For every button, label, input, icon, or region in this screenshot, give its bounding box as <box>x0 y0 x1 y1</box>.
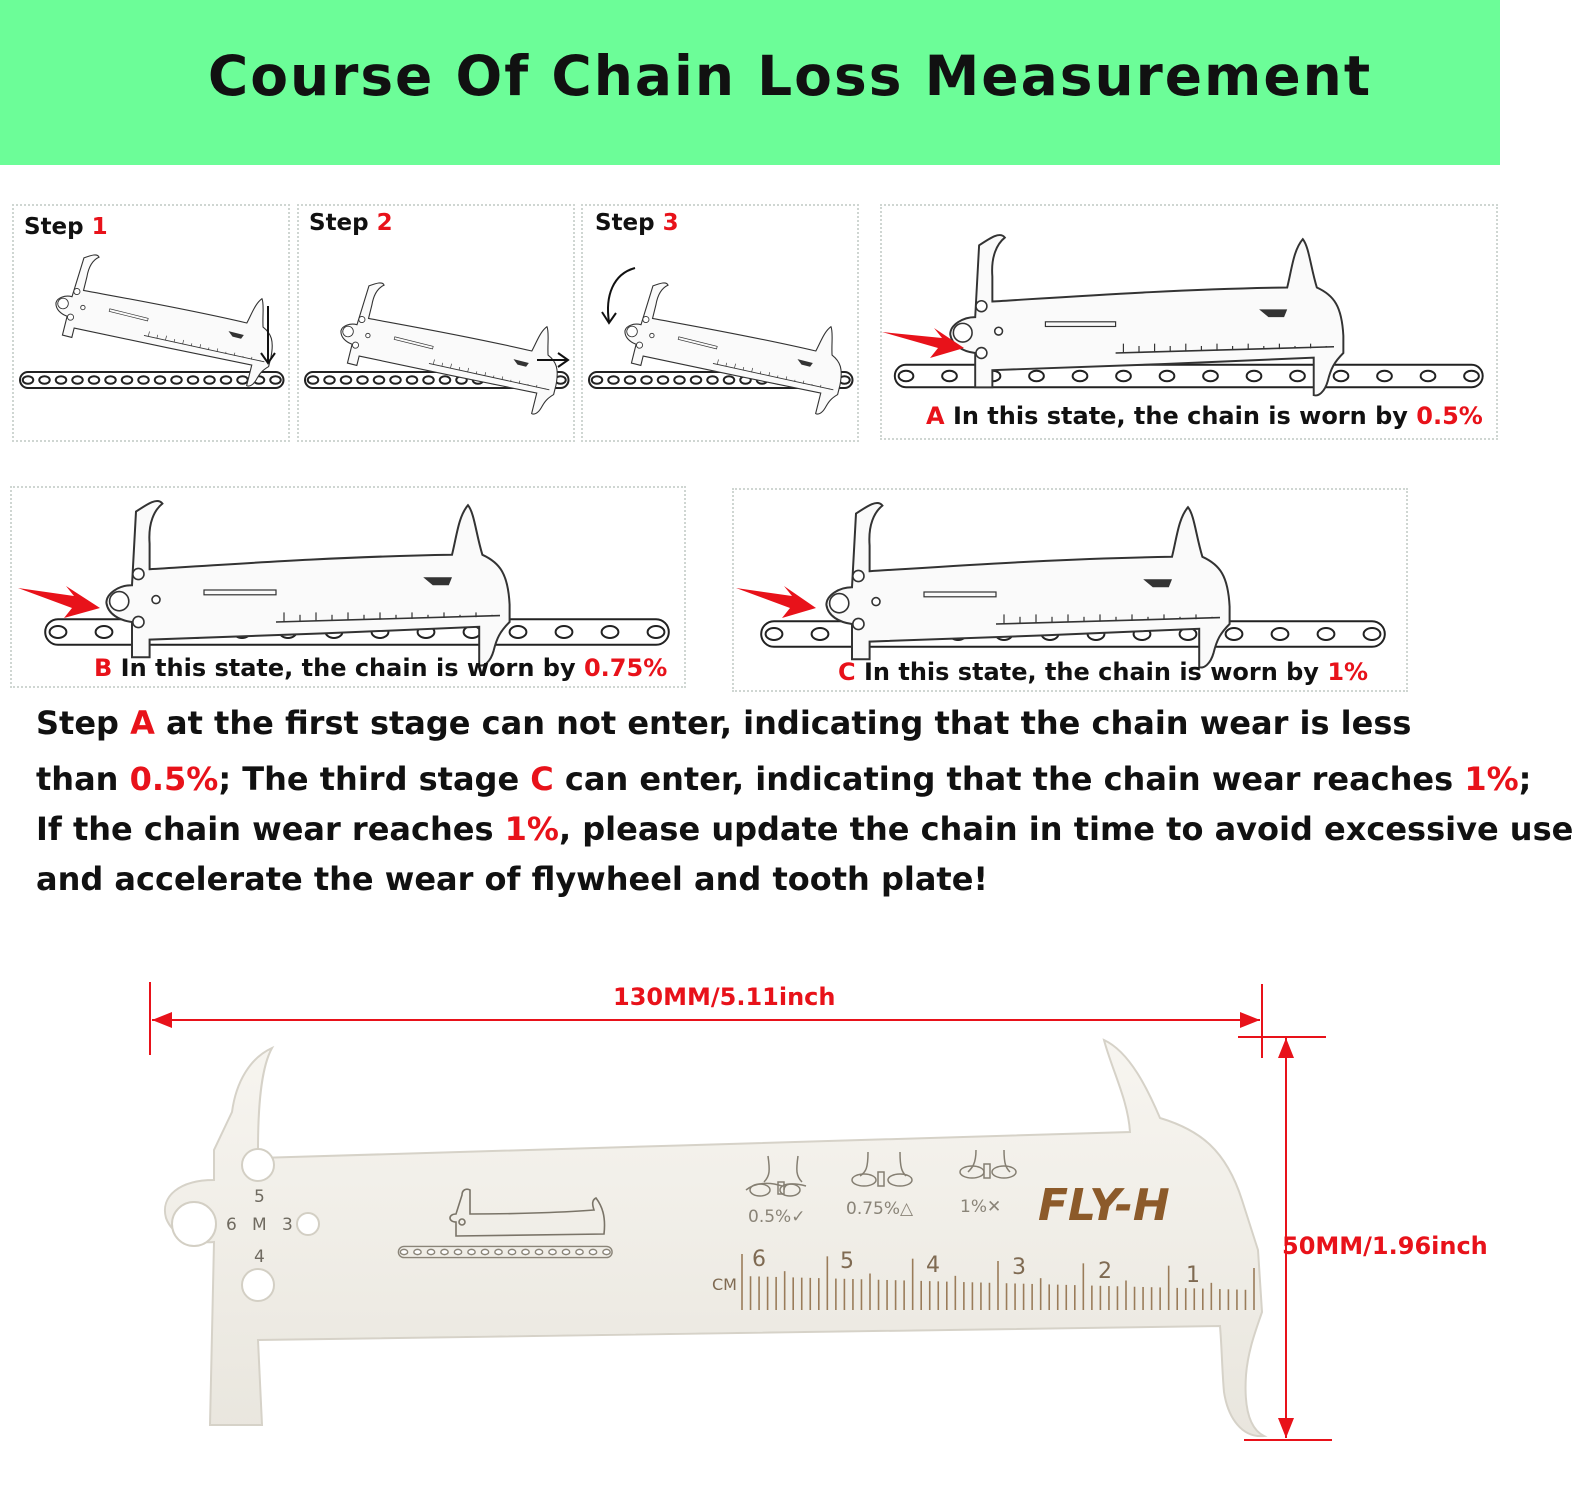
highlight-segment: 1% <box>1464 760 1519 798</box>
step-1-number: 1 <box>91 214 108 240</box>
text-segment: at the first stage can not enter, indica… <box>154 704 1412 742</box>
state-a-illustration <box>882 234 1484 397</box>
ruler-numbers: 6 5 4 3 2 1 <box>752 1247 1200 1288</box>
ruler-number-3: 3 <box>1012 1255 1026 1280</box>
hole-mark-bottom: 4 <box>254 1247 265 1267</box>
state-c-caption: C In this state, the chain is worn by 1% <box>838 658 1368 686</box>
wear-label-1: 1%✕ <box>960 1197 1001 1217</box>
state-a-value: 0.5% <box>1416 402 1483 430</box>
highlight-segment: 0.5% <box>129 760 219 798</box>
step-3-label: Step 3 <box>595 210 679 236</box>
highlight-segment: 1% <box>504 810 559 848</box>
text-segment: Step <box>36 704 131 742</box>
text-segment: ; <box>1518 760 1532 798</box>
hole-mark-right: 3 <box>282 1215 293 1235</box>
state-c-illustration <box>736 501 1386 669</box>
state-c-panel: C In this state, the chain is worn by 1% <box>732 488 1408 692</box>
title-banner: Course Of Chain Loss Measurement <box>0 0 1500 165</box>
red-pointer-arrow-icon <box>18 586 100 618</box>
rotate-arrow-icon <box>601 267 636 325</box>
step-3-number: 3 <box>662 210 679 236</box>
state-a-panel: A In this state, the chain is worn by 0.… <box>880 204 1498 440</box>
text-segment: can enter, indicating that the chain wea… <box>553 760 1465 798</box>
wear-indicator-labels: 0.5%✓ 0.75%△ 1%✕ <box>748 1197 1001 1227</box>
step-1-panel: Step 1 <box>12 204 290 442</box>
down-arrow-icon <box>260 306 276 365</box>
red-pointer-arrow-icon <box>736 586 816 618</box>
state-a-text: In this state, the chain is worn by <box>952 402 1408 430</box>
ruler-unit: CM <box>712 1275 737 1294</box>
highlight-segment: A <box>130 704 155 742</box>
state-c-letter: C <box>838 658 856 686</box>
chain-icon <box>893 363 1484 389</box>
step-3-illustration <box>588 267 855 419</box>
state-a-caption: A In this state, the chain is worn by 0.… <box>926 402 1483 430</box>
state-b-illustration <box>18 499 670 667</box>
step-3-panel: Step 3 <box>581 204 859 442</box>
explanation-line-2: than 0.5%; The third stage C can enter, … <box>36 760 1531 798</box>
state-b-letter: B <box>94 654 113 682</box>
hole-mark-top: 5 <box>254 1187 265 1207</box>
step-2-number: 2 <box>376 210 393 236</box>
tool-holes <box>171 1148 320 1302</box>
step-3-word: Step <box>595 210 655 236</box>
brand-logo: FLY-H <box>1038 1180 1170 1231</box>
hole-mark-mid: M <box>252 1215 267 1235</box>
highlight-segment: C <box>530 760 554 798</box>
height-dimension <box>1238 1036 1332 1441</box>
state-a-letter: A <box>926 402 945 430</box>
text-segment: ; The third stage <box>218 760 531 798</box>
text-segment: than <box>36 760 130 798</box>
step-2-panel: Step 2 <box>297 204 575 442</box>
width-dimension <box>149 982 1263 1058</box>
state-c-text: In this state, the chain is worn by <box>863 658 1319 686</box>
page-title: Course Of Chain Loss Measurement <box>207 44 1373 108</box>
height-dimension-label: 50MM/1.96inch <box>1282 1232 1488 1260</box>
ruler-number-2: 2 <box>1098 1259 1112 1284</box>
explanation-line-4: and accelerate the wear of flywheel and … <box>36 860 988 898</box>
wear-label-0-75: 0.75%△ <box>846 1199 914 1219</box>
red-pointer-arrow-icon <box>882 328 964 358</box>
explanation-line-1: Step A at the first stage can not enter,… <box>36 704 1411 742</box>
hole-mark-left: 6 <box>226 1215 237 1235</box>
state-b-text: In this state, the chain is worn by <box>120 654 576 682</box>
step-2-word: Step <box>309 210 369 236</box>
state-b-value: 0.75% <box>583 654 668 682</box>
ruler-number-5: 5 <box>840 1249 854 1274</box>
text-segment: , please update the chain in time to avo… <box>558 810 1574 848</box>
step-1-word: Step <box>24 214 84 240</box>
state-b-caption: B In this state, the chain is worn by 0.… <box>94 654 667 682</box>
width-dimension-label: 130MM/5.11inch <box>613 983 836 1011</box>
state-b-panel: B In this state, the chain is worn by 0.… <box>10 486 686 688</box>
ruler-ticks <box>741 1254 1255 1310</box>
step-2-illustration <box>304 275 571 419</box>
ruler-number-6: 6 <box>752 1247 766 1272</box>
step-2-label: Step 2 <box>309 210 393 236</box>
step-1-label: Step 1 <box>24 214 108 240</box>
tool-product-view: 5 6 M 3 4 0.5%✓ 0.75%△ 1%✕ FLY-H CM 6 5 … <box>149 982 1332 1441</box>
ruler-number-4: 4 <box>926 1253 940 1278</box>
engraved-tool-icon <box>449 1188 606 1237</box>
chain-checker-tool-body <box>163 1038 1268 1438</box>
right-arrow-icon <box>537 352 570 368</box>
ruler-number-1: 1 <box>1186 1263 1200 1288</box>
engraved-chain-icon <box>397 1245 613 1259</box>
hole-marks: 5 6 M 3 4 <box>226 1187 293 1267</box>
wear-indicator-icons <box>745 1149 1017 1197</box>
step-1-illustration <box>19 247 286 391</box>
text-segment: If the chain wear reaches <box>36 810 505 848</box>
wear-label-0-5: 0.5%✓ <box>748 1207 805 1227</box>
state-c-value: 1% <box>1327 658 1369 686</box>
explanation-line-3: If the chain wear reaches 1%, please upd… <box>36 810 1573 848</box>
text-segment: and accelerate the wear of flywheel and … <box>36 860 988 898</box>
